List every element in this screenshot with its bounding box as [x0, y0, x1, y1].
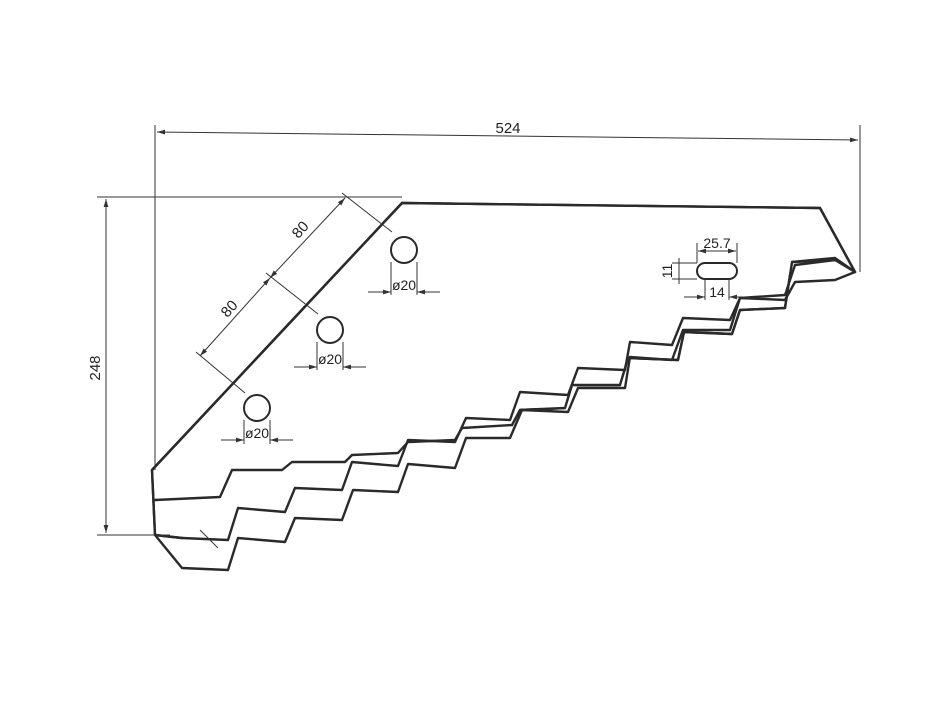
- slot-length-label: 25.7: [703, 235, 730, 251]
- mounting-slot: [696, 262, 738, 280]
- hole-spacing-lower-label: 80: [218, 297, 242, 321]
- blade-teeth-back: [180, 270, 857, 542]
- hole-spacing-upper-line: [269, 197, 346, 279]
- hole-spacing-lower-line: [199, 277, 271, 357]
- hole-spacing-upper-label: 80: [289, 218, 313, 242]
- blade-teeth-front: [153, 256, 857, 502]
- slot-height-label: 11: [659, 264, 675, 279]
- hole-diameter-bottom-label: ø20: [245, 425, 269, 441]
- blade-face: [155, 206, 850, 539]
- height-dimension-label: 248: [87, 355, 104, 380]
- hole-diameter-top-label: ø20: [392, 277, 416, 293]
- mounting-hole-top: [390, 236, 418, 264]
- mounting-hole-bottom: [243, 394, 271, 422]
- width-dimension-line: [156, 129, 859, 143]
- width-dimension-label: 524: [495, 120, 520, 137]
- mounting-hole-middle: [316, 316, 344, 344]
- slot-offset-label: 14: [709, 284, 725, 300]
- hole-diameter-middle-label: ø20: [318, 351, 342, 367]
